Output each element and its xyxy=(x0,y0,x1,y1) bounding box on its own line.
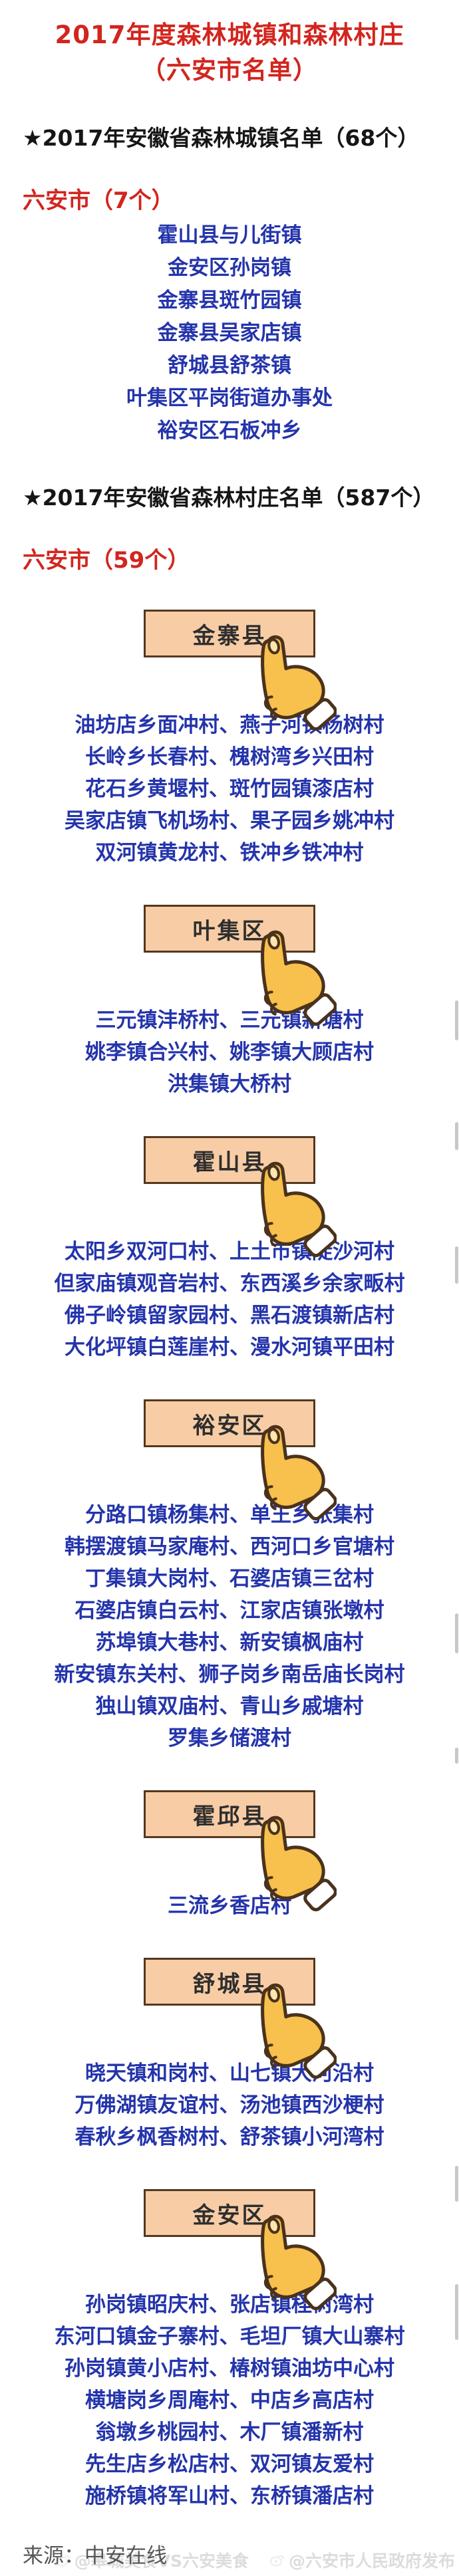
village-line: 姚李镇合兴村、姚李镇大顾店村 xyxy=(85,1040,374,1064)
scrollbar-thumb[interactable] xyxy=(455,1246,458,1284)
county-button[interactable]: 金寨县 xyxy=(144,610,315,657)
village-lines: 分路口镇杨集村、单王乡张集村韩摆渡镇马家庵村、西河口乡官塘村丁集镇大岗村、石婆店… xyxy=(55,1499,405,1754)
county-label: 金安区 xyxy=(192,2202,267,2229)
village-line: 大化坪镇白莲崖村、漫水河镇平田村 xyxy=(65,1336,394,1359)
page-title: 2017年度森林城镇和森林村庄 （六安市名单） xyxy=(0,0,459,88)
county-label: 舒城县 xyxy=(192,1970,267,1998)
county-label: 霍山县 xyxy=(192,1149,267,1176)
village-line: 韩摆渡镇马家庵村、西河口乡官塘村 xyxy=(65,1535,394,1559)
towns-city-label: 六安市（7个） xyxy=(23,187,174,214)
town-item: 金安区孙岗镇 xyxy=(168,256,291,280)
village-line: 翁墩乡桃园村、木厂镇潘新村 xyxy=(95,2420,364,2444)
village-line: 但家庙镇观音岩村、东西溪乡余家畈村 xyxy=(54,1272,405,1296)
village-line: 孙岗镇黄小店村、椿树镇油坊中心村 xyxy=(65,2357,394,2381)
county-box-wrap: 裕安区 xyxy=(144,1399,337,1521)
village-line: 罗集乡储渡村 xyxy=(168,1726,291,1750)
scrollbar-thumb[interactable] xyxy=(455,1000,458,1040)
village-lines: 三流乡香店村 xyxy=(168,1890,291,1922)
village-line: 丁集镇大岗村、石婆店镇三岔村 xyxy=(85,1567,374,1591)
village-line: 油坊店乡面冲村、燕子河镇杨树村 xyxy=(75,713,384,737)
village-line: 万佛湖镇友谊村、汤池镇西沙梗村 xyxy=(75,2093,384,2117)
village-lines: 三元镇沣桥村、三元镇新塘村姚李镇合兴村、姚李镇大顾店村洪集镇大桥村 xyxy=(85,1004,374,1100)
village-line: 三流乡香店村 xyxy=(168,1894,291,1918)
county-label: 金寨县 xyxy=(192,622,267,649)
watermark-text: @六安市人民政府发布 xyxy=(288,2551,455,2571)
scrollbar-thumb[interactable] xyxy=(455,1122,458,1150)
county-button[interactable]: 裕安区 xyxy=(144,1399,315,1447)
towns-list-heading: ★2017年安徽省森林城镇名单（68个） xyxy=(23,125,420,151)
watermark-item: @六安市人民政府发布 xyxy=(269,2548,455,2572)
county-section: 金安区 孙岗镇昭庆村、张店镇柽树湾村东河口镇金子寨村、毛坦厂镇大山寨村孙岗镇黄小… xyxy=(0,2189,459,2512)
village-line: 双河镇黄龙村、铁冲乡铁冲村 xyxy=(95,841,364,865)
county-section: 霍山县 太阳乡双河口村、上土市镇陡沙河村但家庙镇观音岩村、东西溪乡余家畈村佛子岭… xyxy=(0,1136,459,1363)
scrollbar-thumb[interactable] xyxy=(455,1613,458,1653)
village-line: 洪集镇大桥村 xyxy=(168,1072,291,1096)
county-box-wrap: 舒城县 xyxy=(144,1958,337,2079)
county-button[interactable]: 霍邱县 xyxy=(144,1790,315,1838)
county-button[interactable]: 叶集区 xyxy=(144,905,315,953)
county-box-wrap: 叶集区 xyxy=(144,905,337,1026)
county-box-wrap: 金寨县 xyxy=(144,610,337,731)
county-label: 叶集区 xyxy=(192,917,267,945)
village-line: 分路口镇杨集村、单王乡张集村 xyxy=(85,1503,374,1527)
village-line: 太阳乡双河口村、上土市镇陡沙河村 xyxy=(65,1240,394,1264)
county-button[interactable]: 霍山县 xyxy=(144,1136,315,1184)
town-item: 叶集区平岗街道办事处 xyxy=(126,386,333,410)
county-label: 裕安区 xyxy=(192,1412,267,1439)
county-box-wrap: 霍山县 xyxy=(144,1136,337,1258)
scrollbar-thumb[interactable] xyxy=(455,2166,458,2202)
scrollbar-thumb[interactable] xyxy=(455,1748,458,1764)
villages-city-label: 六安市（59个） xyxy=(23,547,190,574)
village-line: 三元镇沣桥村、三元镇新塘村 xyxy=(95,1008,364,1032)
village-line: 晓天镇和岗村、山七镇大河沿村 xyxy=(85,2061,374,2085)
village-line: 花石乡黄堰村、斑竹园镇漆店村 xyxy=(85,777,374,801)
village-line: 春秋乡枫香树村、舒茶镇小河湾村 xyxy=(75,2125,384,2149)
town-item: 霍山县与儿街镇 xyxy=(157,223,302,247)
county-section: 霍邱县 三流乡香店村 xyxy=(0,1790,459,1922)
weibo-icon xyxy=(55,2555,70,2567)
village-line: 施桥镇将军山村、东桥镇潘店村 xyxy=(85,2484,374,2508)
village-lines: 孙岗镇昭庆村、张店镇柽树湾村东河口镇金子寨村、毛坦厂镇大山寨村孙岗镇黄小店村、椿… xyxy=(55,2289,405,2512)
title-line2: （六安市名单） xyxy=(141,56,318,84)
town-item: 金寨县吴家店镇 xyxy=(157,321,302,345)
village-line: 孙岗镇昭庆村、张店镇柽树湾村 xyxy=(85,2293,374,2317)
village-line: 佛子岭镇留家园村、黑石渡镇新店村 xyxy=(65,1304,394,1328)
village-line: 长岭乡长春村、槐树湾乡兴田村 xyxy=(85,745,374,769)
village-line: 石婆店镇白云村、江家店镇张墩村 xyxy=(75,1599,384,1623)
forest-towns-list: 霍山县与儿街镇金安区孙岗镇金寨县斑竹园镇金寨县吴家店镇舒城县舒茶镇叶集区平岗街道… xyxy=(0,219,459,447)
village-line: 东河口镇金子寨村、毛坦厂镇大山寨村 xyxy=(54,2325,405,2349)
village-line: 吴家店镇飞机场村、果子园乡姚冲村 xyxy=(65,809,394,833)
village-lines: 晓天镇和岗村、山七镇大河沿村万佛湖镇友谊村、汤池镇西沙梗村春秋乡枫香树村、舒茶镇… xyxy=(75,2057,384,2153)
county-box-wrap: 霍邱县 xyxy=(144,1790,337,1912)
scrollbar-thumb[interactable] xyxy=(455,2284,458,2340)
county-section: 金寨县 油坊店乡面冲村、燕子河镇杨树村长岭乡长春村、槐树湾乡兴田村花石乡黄堰村、… xyxy=(0,610,459,869)
county-label: 霍邱县 xyxy=(192,1803,267,1830)
village-lines: 太阳乡双河口村、上土市镇陡沙河村但家庙镇观音岩村、东西溪乡余家畈村佛子岭镇留家园… xyxy=(55,1236,405,1363)
watermark-row: @皋城美食VS六安美食 @六安市人民政府发布 xyxy=(0,2548,455,2572)
county-section: 叶集区 三元镇沣桥村、三元镇新塘村姚李镇合兴村、姚李镇大顾店村洪集镇大桥村 xyxy=(0,905,459,1100)
county-sections: 金寨县 油坊店乡面冲村、燕子河镇杨树村长岭乡长春村、槐树湾乡兴田村花石乡黄堰村、… xyxy=(0,610,459,2512)
town-item: 舒城县舒茶镇 xyxy=(168,354,291,378)
watermark-text: @皋城美食VS六安美食 xyxy=(74,2551,249,2571)
county-section: 裕安区 分路口镇杨集村、单王乡张集村韩摆渡镇马家庵村、西河口乡官塘村丁集镇大岗村… xyxy=(0,1399,459,1754)
watermark-item: @皋城美食VS六安美食 xyxy=(55,2548,249,2572)
village-line: 独山镇双庙村、青山乡戚塘村 xyxy=(95,1695,364,1718)
title-line1: 2017年度森林城镇和森林村庄 xyxy=(55,21,404,49)
weibo-icon xyxy=(269,2555,284,2567)
villages-list-heading: ★2017年安徽省森林村庄名单（587个） xyxy=(23,485,435,511)
county-box-wrap: 金安区 xyxy=(144,2189,337,2311)
county-section: 舒城县 晓天镇和岗村、山七镇大河沿村万佛湖镇友谊村、汤池镇西沙梗村春秋乡枫香树村… xyxy=(0,1958,459,2153)
source-credit: 来源：中安在线 xyxy=(23,2544,167,2568)
village-lines: 油坊店乡面冲村、燕子河镇杨树村长岭乡长春村、槐树湾乡兴田村花石乡黄堰村、斑竹园镇… xyxy=(65,709,394,869)
village-line: 苏埠镇大巷村、新安镇枫庙村 xyxy=(95,1631,364,1655)
town-item: 裕安区石板冲乡 xyxy=(157,419,302,443)
village-line: 新安镇东关村、狮子岗乡南岳庙长岗村 xyxy=(54,1663,405,1687)
county-button[interactable]: 金安区 xyxy=(144,2189,315,2237)
village-line: 先生店乡松店村、双河镇友爱村 xyxy=(85,2452,374,2476)
village-line: 横塘岗乡周庵村、中店乡高店村 xyxy=(85,2389,374,2412)
town-item: 金寨县斑竹园镇 xyxy=(157,289,302,312)
county-button[interactable]: 舒城县 xyxy=(144,1958,315,2006)
